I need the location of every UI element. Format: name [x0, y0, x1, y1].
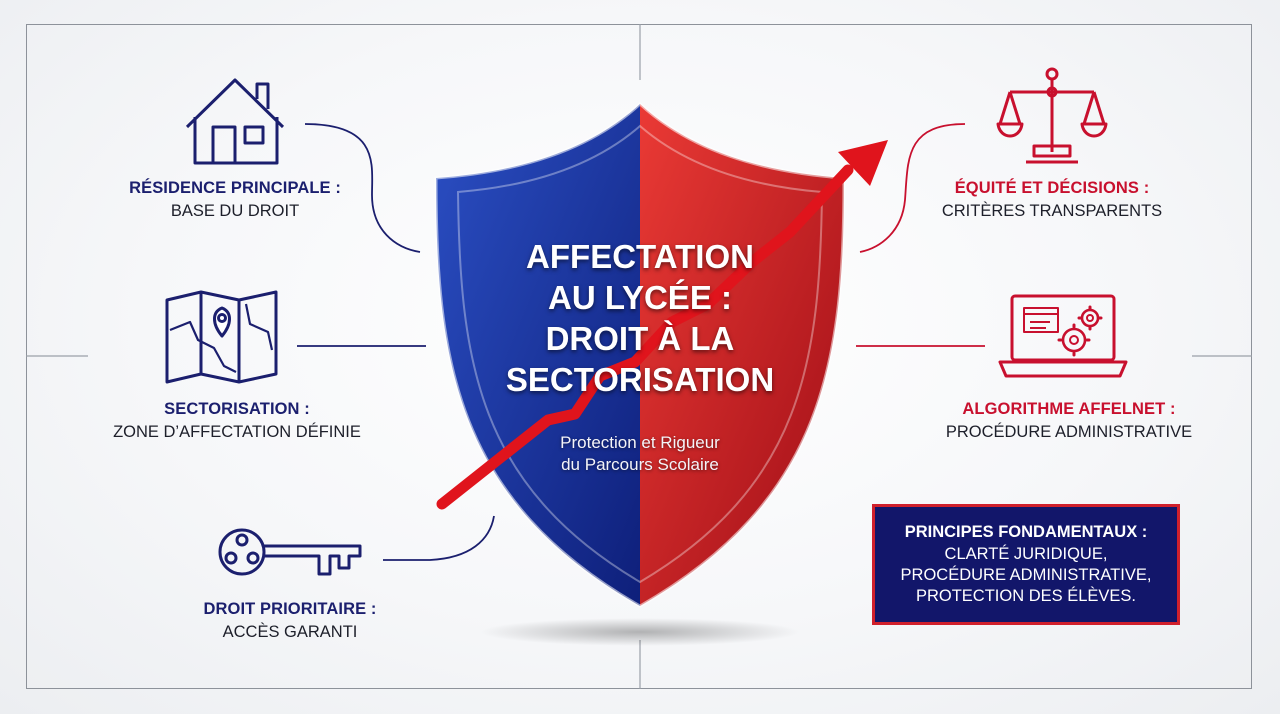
item-title: DROIT PRIORITAIRE :: [203, 600, 377, 618]
item-title: SECTORISATION :: [164, 400, 310, 418]
shield-title: AFFECTATION AU LYCÉE : DROIT À LA SECTOR…: [455, 236, 825, 400]
map-pin-icon: [165, 290, 278, 384]
item-subtitle: PROCÉDURE ADMINISTRATIVE: [945, 423, 1193, 441]
shield-shadow: [480, 618, 800, 646]
item-residence: RÉSIDENCE PRINCIPALE : BASE DU DROIT: [90, 177, 380, 223]
key-icon: [218, 528, 362, 576]
shield-title-line: SECTORISATION: [505, 361, 775, 398]
divider-lines: [26, 24, 1252, 689]
item-subtitle: ZONE D’AFFECTATION DÉFINIE: [113, 423, 361, 441]
house-icon: [185, 78, 285, 165]
shield-title-line: AU LYCÉE :: [548, 279, 732, 316]
principles-line: PROCÉDURE ADMINISTRATIVE,: [900, 566, 1152, 584]
item-title: RÉSIDENCE PRINCIPALE :: [129, 179, 341, 197]
principles-title: PRINCIPES FONDAMENTAUX :: [904, 523, 1148, 541]
item-droit-prioritaire: DROIT PRIORITAIRE : ACCÈS GARANTI: [140, 598, 440, 644]
item-subtitle: ACCÈS GARANTI: [222, 623, 358, 641]
item-sectorisation: SECTORISATION : ZONE D’AFFECTATION DÉFIN…: [62, 398, 412, 444]
principles-line: CLARTÉ JURIDIQUE,: [944, 545, 1108, 563]
connectors-left: [297, 123, 495, 561]
item-subtitle: BASE DU DROIT: [170, 202, 300, 220]
item-affelnet: ALGORITHME AFFELNET : PROCÉDURE ADMINIST…: [904, 398, 1234, 444]
shield-subtitle: Protection et Rigueur du Parcours Scolai…: [500, 432, 780, 476]
connectors-right: [856, 123, 985, 347]
item-title: ALGORITHME AFFELNET :: [962, 400, 1176, 418]
shield-subtitle-line: Protection et Rigueur: [560, 433, 720, 452]
principles-line: PROTECTION DES ÉLÈVES.: [915, 587, 1137, 605]
item-title: ÉQUITÉ ET DÉCISIONS :: [954, 179, 1150, 197]
principles-box: PRINCIPES FONDAMENTAUX : CLARTÉ JURIDIQU…: [872, 504, 1180, 625]
shield-title-line: AFFECTATION: [526, 238, 754, 275]
trend-arrow: [436, 140, 888, 510]
laptop-gears-icon: [998, 294, 1128, 378]
scales-icon: [996, 67, 1108, 164]
item-subtitle: CRITÈRES TRANSPARENTS: [941, 202, 1163, 220]
shield-title-line: DROIT À LA: [545, 320, 735, 357]
shield-subtitle-line: du Parcours Scolaire: [561, 455, 719, 474]
item-equite: ÉQUITÉ ET DÉCISIONS : CRITÈRES TRANSPARE…: [902, 177, 1202, 223]
